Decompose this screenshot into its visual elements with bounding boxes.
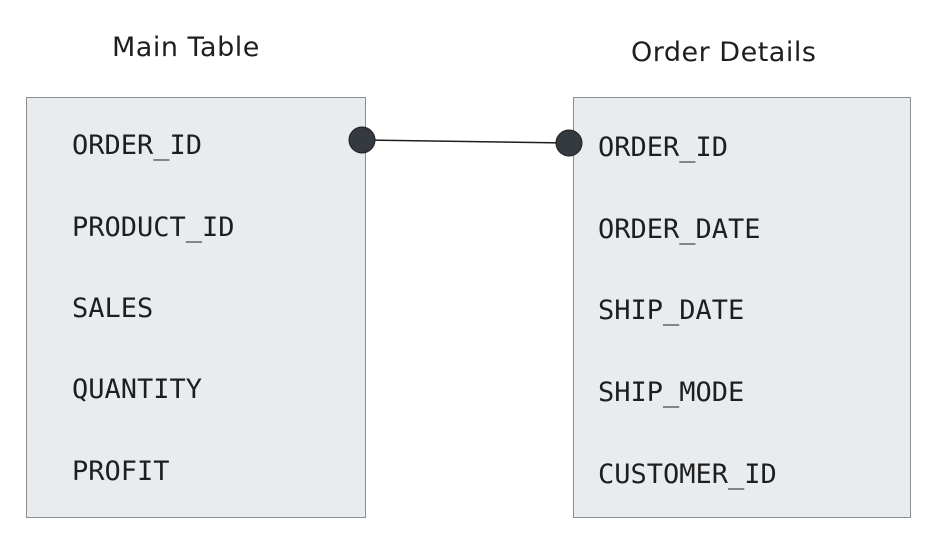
details-field-customer-id: CUSTOMER_ID <box>598 459 777 490</box>
main-field-profit: PROFIT <box>72 456 170 487</box>
main-table-title: Main Table <box>112 32 260 63</box>
details-field-ship-mode: SHIP_MODE <box>598 377 745 408</box>
order-details-table-box[interactable] <box>573 97 911 518</box>
details-field-order-id: ORDER_ID <box>598 132 729 163</box>
relationship-endpoint-start[interactable] <box>348 126 376 154</box>
main-field-quantity: QUANTITY <box>72 374 203 405</box>
main-table-box[interactable] <box>26 97 366 518</box>
relationship-line[interactable] <box>361 139 570 144</box>
details-field-order-date: ORDER_DATE <box>598 214 761 245</box>
main-field-sales: SALES <box>72 293 154 324</box>
relationship-endpoint-end[interactable] <box>555 129 583 157</box>
main-field-product-id: PRODUCT_ID <box>72 212 235 243</box>
details-field-ship-date: SHIP_DATE <box>598 295 745 326</box>
order-details-title: Order Details <box>631 37 817 68</box>
main-field-order-id: ORDER_ID <box>72 130 203 161</box>
